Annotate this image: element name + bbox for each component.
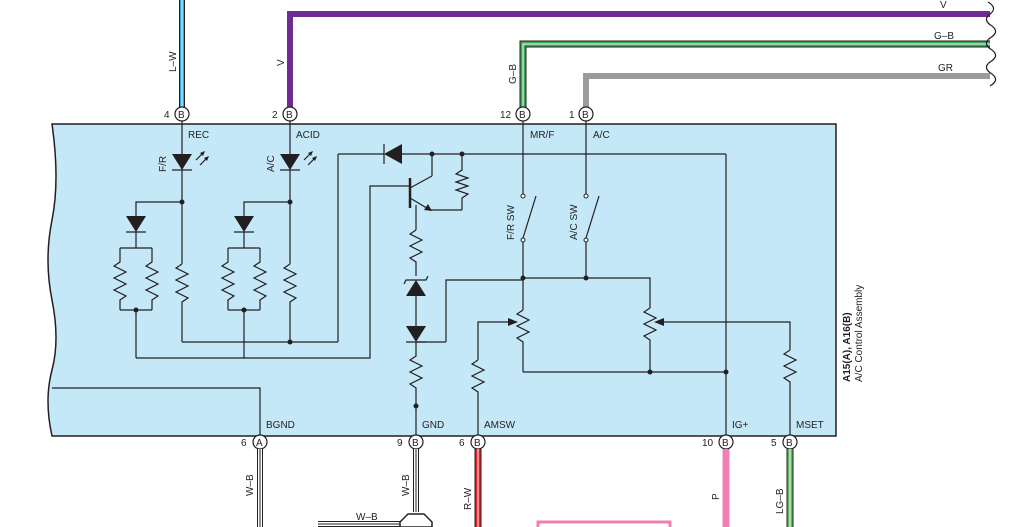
- bottom-wire-gnd-label: W–B: [401, 474, 412, 496]
- svg-text:MR/F: MR/F: [530, 130, 554, 141]
- label-amsw: AMSW: [484, 420, 516, 431]
- svg-text:B: B: [519, 110, 526, 121]
- bgnd-line: [52, 387, 261, 436]
- svg-text:B: B: [786, 438, 793, 449]
- bottom-wire-bgnd-label: W–B: [245, 474, 256, 496]
- svg-text:B: B: [474, 438, 481, 449]
- svg-text:A/C SW: A/C SW: [569, 204, 580, 240]
- label-ig: IG+: [732, 420, 749, 431]
- pin-mset: 5 B: [771, 434, 798, 450]
- right-wire-v-label: V: [940, 0, 947, 11]
- svg-text:REC: REC: [188, 130, 209, 141]
- break-mark: [985, 1, 997, 87]
- svg-text:A: A: [256, 438, 263, 449]
- svg-text:5: 5: [771, 438, 777, 449]
- svg-text:B: B: [582, 110, 589, 121]
- label-bgnd: BGND: [266, 420, 295, 431]
- top-wire-gb-label: G–B: [508, 64, 519, 84]
- pin-acid: 2 B ACID: [272, 106, 320, 154]
- rec-circuit: [112, 170, 290, 358]
- pin-rec: 4 B REC: [164, 106, 209, 154]
- pot-network: [416, 154, 798, 436]
- label-mset: MSET: [796, 420, 824, 431]
- pin-gnd: 9 B: [397, 434, 424, 450]
- wire-gr: [583, 73, 990, 108]
- junction: W–B: [318, 512, 433, 527]
- bottom-wire-ig-label: P: [711, 493, 722, 500]
- svg-text:B: B: [412, 438, 419, 449]
- wire-v: [287, 11, 990, 108]
- transistor: [408, 154, 470, 276]
- assembly-name: A/C Control Assembly: [854, 285, 865, 382]
- bottom-wire-amsw-label: R–W: [463, 487, 474, 510]
- svg-text:B: B: [286, 110, 293, 121]
- svg-text:B: B: [178, 110, 185, 121]
- svg-text:A/C: A/C: [593, 130, 610, 141]
- acid-circuit: [220, 153, 384, 358]
- svg-text:10: 10: [702, 438, 714, 449]
- svg-text:W–B: W–B: [356, 512, 378, 523]
- svg-text:ACID: ACID: [296, 130, 320, 141]
- pin-bgnd: 6 A: [241, 434, 268, 450]
- svg-text:A/C: A/C: [266, 155, 277, 172]
- pin-ac: 1 B A/C: [569, 106, 610, 141]
- svg-text:6: 6: [459, 438, 465, 449]
- svg-text:B: B: [722, 438, 729, 449]
- svg-text:4: 4: [164, 110, 170, 121]
- right-wire-gr-label: GR: [938, 63, 953, 74]
- pink-box: [536, 520, 672, 527]
- svg-text:F/R: F/R: [158, 156, 169, 172]
- label-gnd: GND: [422, 420, 444, 431]
- led-fr: F/R: [158, 151, 209, 172]
- bottom-wire-mset-label: LG–B: [775, 488, 786, 514]
- top-wire-lw-label: L–W: [168, 51, 179, 72]
- svg-text:9: 9: [397, 438, 403, 449]
- top-diode: [383, 121, 726, 164]
- svg-text:1: 1: [569, 110, 575, 121]
- svg-text:6: 6: [241, 438, 247, 449]
- top-wire-v-label: V: [276, 59, 287, 66]
- left-bus: [136, 185, 410, 359]
- switch-fr: F/R SW: [506, 154, 537, 310]
- assembly-connectors: A15(A), A16(B): [842, 312, 853, 382]
- pin-ig: 10 B: [702, 434, 734, 450]
- svg-text:2: 2: [272, 110, 278, 121]
- wire-gb: [519, 40, 990, 108]
- svg-text:F/R SW: F/R SW: [506, 204, 517, 240]
- right-wire-gb-label: G–B: [934, 31, 954, 42]
- svg-text:12: 12: [500, 110, 512, 121]
- pin-amsw: 6 B: [459, 434, 486, 450]
